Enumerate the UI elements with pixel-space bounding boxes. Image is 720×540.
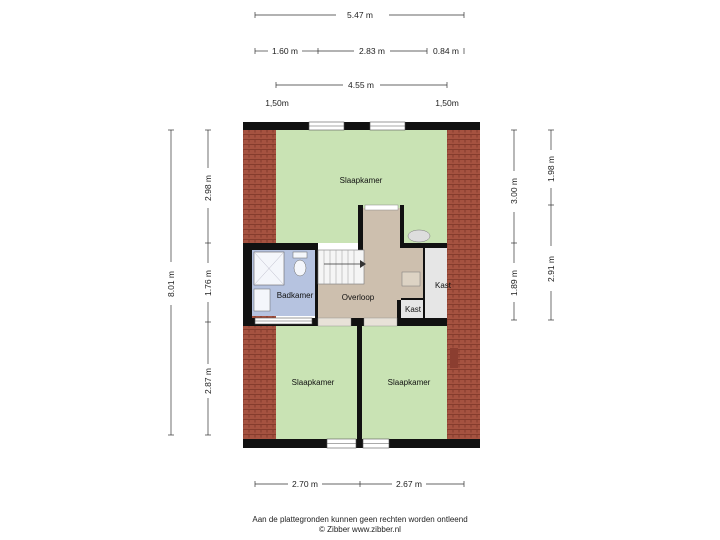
svg-text:2.87 m: 2.87 m <box>203 368 213 394</box>
dim-left-segments: 2.98 m 1.76 m 2.87 m <box>203 129 213 436</box>
label-bedroom-top: Slaapkamer <box>340 176 383 185</box>
bedroom-bottom-left-fill <box>276 326 357 439</box>
label-bathroom: Badkamer <box>277 291 314 300</box>
label-closet-right: Kast <box>435 281 452 290</box>
label-closet-small: Kast <box>405 305 422 314</box>
svg-text:2.91 m: 2.91 m <box>546 256 556 282</box>
bathroom-fixtures <box>253 251 308 312</box>
svg-text:2.83 m: 2.83 m <box>359 46 385 56</box>
door-bedroom-left <box>317 317 352 327</box>
boiler-unit <box>401 271 421 287</box>
sink <box>253 288 271 312</box>
landing-fill <box>315 208 425 320</box>
bedroom-bottom-right-fill <box>362 326 447 439</box>
roof-height-right: 1,50m <box>435 98 459 108</box>
svg-text:1.76 m: 1.76 m <box>203 270 213 296</box>
dim-right-far: 1.98 m 2.91 m <box>546 129 556 321</box>
label-bedroom-bottom-right: Slaapkamer <box>388 378 431 387</box>
label-landing: Overloop <box>342 293 375 302</box>
dim-left-total: 8.01 m <box>166 129 176 436</box>
svg-text:0.84 m: 0.84 m <box>433 46 459 56</box>
dim-right-inner: 3.00 m 1.89 m <box>509 129 519 321</box>
svg-text:4.55 m: 4.55 m <box>348 80 374 90</box>
stairs <box>317 249 366 285</box>
roof-right <box>447 122 480 448</box>
roof-height-left: 1,50m <box>265 98 289 108</box>
dim-top-inner: 4.55 m <box>275 80 448 90</box>
label-bedroom-bottom-left: Slaapkamer <box>292 378 335 387</box>
closet-small-fill <box>401 300 425 320</box>
svg-text:8.01 m: 8.01 m <box>166 271 176 297</box>
windows <box>254 121 406 449</box>
svg-text:1.60 m: 1.60 m <box>272 46 298 56</box>
closet-right-fill <box>425 248 447 320</box>
svg-text:5.47 m: 5.47 m <box>347 10 373 20</box>
svg-text:1.89 m: 1.89 m <box>509 270 519 296</box>
dim-bottom: 2.70 m 2.67 m <box>254 479 465 489</box>
door-bedroom-right <box>363 317 398 327</box>
svg-text:2.98 m: 2.98 m <box>203 175 213 201</box>
svg-text:2.70 m: 2.70 m <box>292 479 318 489</box>
svg-text:1.98 m: 1.98 m <box>546 156 556 182</box>
sink-bedroom <box>407 229 431 243</box>
dim-top-total: 5.47 m <box>254 10 465 20</box>
footer-disclaimer: Aan de plattegronden kunnen geen rechten… <box>252 515 468 524</box>
chimney <box>450 348 458 368</box>
dim-top-segments: 1.60 m 2.83 m 0.84 m <box>254 46 465 56</box>
svg-text:2.67 m: 2.67 m <box>396 479 422 489</box>
toilet <box>293 259 307 277</box>
footer-credit: © Zibber www.zibber.nl <box>319 525 401 534</box>
svg-text:3.00 m: 3.00 m <box>509 178 519 204</box>
